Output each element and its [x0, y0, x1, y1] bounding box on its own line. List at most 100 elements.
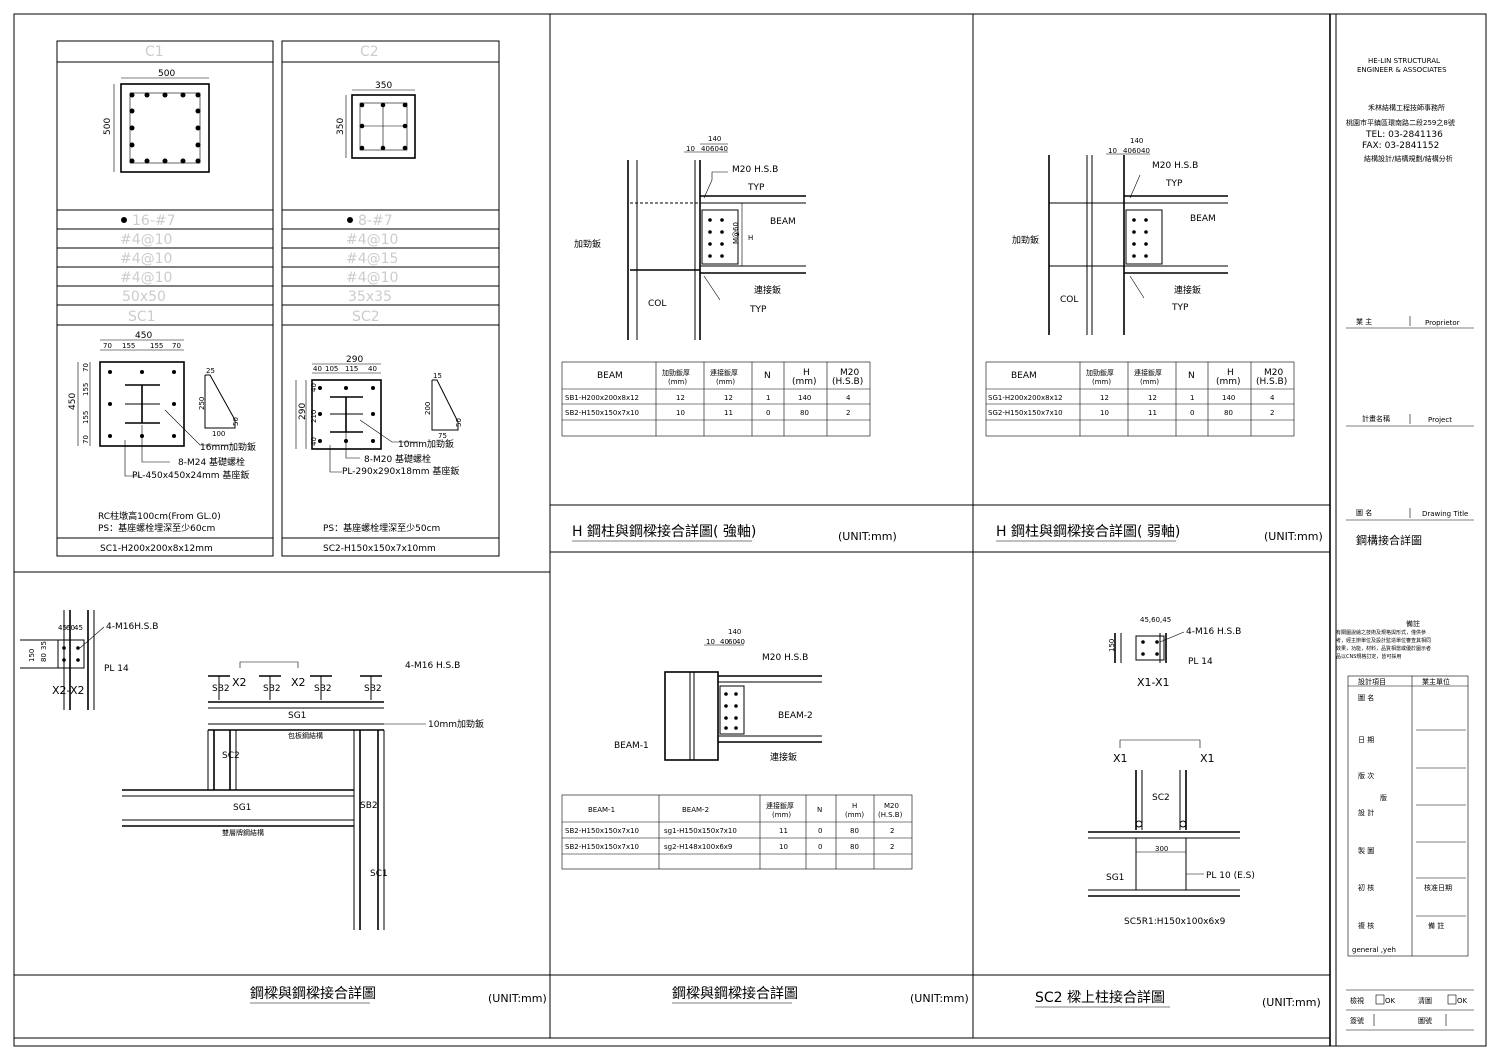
svg-text:M20: M20: [840, 368, 859, 378]
svg-text:N: N: [1188, 371, 1195, 381]
c2-height-dim: 350: [336, 118, 346, 135]
svg-text:140: 140: [728, 628, 741, 636]
svg-text:X1: X1: [1200, 752, 1215, 765]
svg-text:115: 115: [345, 365, 358, 373]
svg-text:H: H: [748, 234, 753, 242]
svg-text:80: 80: [40, 653, 48, 662]
svg-text:備 註: 備 註: [1428, 921, 1444, 930]
svg-text:SB2: SB2: [360, 801, 378, 811]
strong-axis-detail: M@60 H 140 10 40 60 40 M20 H.S.B TYP BEA…: [561, 135, 897, 543]
svg-text:45: 45: [58, 624, 67, 632]
svg-text:45: 45: [74, 624, 83, 632]
sc2-plate-label: PL-290x290x18mm 基座鈑: [342, 465, 459, 477]
svg-text:2: 2: [1270, 409, 1274, 417]
company-services: 結構設計/結構規劃/結構分析: [1364, 154, 1453, 163]
svg-text:TYP: TYP: [747, 183, 765, 193]
strong-axis-title: H 鋼柱與鋼樑接合詳圖( 強軸): [572, 523, 756, 540]
svg-text:考，經主辦單位及設計監造單位審查其相同: 考，經主辦單位及設計監造單位審查其相同: [1336, 637, 1431, 644]
company-name-en-2: ENGINEER & ASSOCIATES: [1357, 66, 1447, 74]
svg-text:290: 290: [298, 403, 308, 420]
svg-text:BEAM-2: BEAM-2: [682, 806, 709, 814]
svg-text:X1: X1: [1113, 752, 1128, 765]
sc2-detail-title: SC2 樑上柱接合詳圖: [1035, 989, 1165, 1006]
sc2-spec: SC5R1:H150x100x6x9: [1124, 917, 1226, 927]
svg-text:12: 12: [1100, 394, 1109, 402]
sc1-stiffener-label: 16mm加勁鈑: [200, 441, 256, 453]
svg-text:圖 名: 圖 名: [1356, 508, 1372, 517]
svg-text:4: 4: [1270, 394, 1275, 402]
sc1-spec: SC1-H200x200x8x12mm: [100, 544, 213, 554]
svg-text:SC1: SC1: [370, 869, 388, 879]
svg-text:60: 60: [66, 624, 75, 632]
svg-text:業 主: 業 主: [1356, 317, 1372, 326]
svg-text:100: 100: [212, 430, 225, 438]
svg-text:(H.S.B): (H.S.B): [878, 811, 903, 819]
weak-beam-label: BEAM: [1190, 214, 1216, 224]
svg-text:450: 450: [135, 331, 152, 341]
svg-text:12: 12: [1148, 394, 1157, 402]
svg-text:(mm): (mm): [1216, 377, 1241, 387]
company-address: 桃園市平鎮區環南路二段259之8號: [1346, 118, 1455, 127]
company-name-en-1: HE-LIN STRUCTURAL: [1368, 57, 1440, 65]
svg-text:10: 10: [1100, 409, 1109, 417]
svg-text:版 次: 版 次: [1358, 771, 1374, 780]
svg-text:150: 150: [1108, 639, 1116, 652]
svg-text:4: 4: [846, 394, 851, 402]
c1-rebar: [129, 92, 201, 164]
svg-text:105: 105: [325, 365, 338, 373]
frame-detail: 45 60 45 4-M16H.S.B PL 14 150 35 80 X2-X…: [20, 610, 547, 1005]
svg-text:PL 10 (E.S): PL 10 (E.S): [1206, 871, 1255, 881]
sc1-anchor-label: 8-M24 基礎螺栓: [178, 456, 245, 468]
svg-text:300: 300: [1155, 845, 1168, 853]
svg-text:(mm): (mm): [772, 811, 791, 819]
svg-text:70: 70: [172, 342, 181, 350]
svg-text:0: 0: [766, 409, 770, 417]
schedule-rows: 16-#7 #4@10 #4@10 #4@10 50x50 SC1 8-#7 #…: [57, 209, 499, 326]
beam-beam-row-2: SB2-H150x150x7x10: [565, 843, 639, 851]
svg-text:PL 14: PL 14: [104, 664, 129, 674]
svg-text:H: H: [1227, 368, 1234, 378]
weak-axis-detail: 140 10 40 60 40 M20 H.S.B TYP BEAM 加勁鈑 C…: [985, 137, 1323, 543]
svg-text:SB2: SB2: [212, 684, 230, 694]
beam-beam-unit: (UNIT:mm): [910, 992, 969, 1005]
title-block: HE-LIN STRUCTURAL ENGINEER & ASSOCIATES …: [1336, 57, 1474, 1031]
svg-text:H: H: [803, 368, 810, 378]
svg-text:SB2: SB2: [314, 684, 332, 694]
svg-text:SC2: SC2: [1152, 793, 1170, 803]
svg-text:40: 40: [1123, 147, 1132, 155]
svg-text:X2: X2: [291, 676, 306, 689]
svg-text:業主單位: 業主單位: [1422, 677, 1450, 686]
outer-border: [13, 13, 1487, 1047]
svg-text:連接鈑厚: 連接鈑厚: [710, 368, 738, 377]
svg-text:80: 80: [1224, 409, 1233, 417]
sc2-base-plate-detail: 290 40 105 115 40 290 40 210 40 15 200 7…: [295, 355, 463, 477]
sc2-column-on-beam-detail: 45,60,45 150 4-M16 H.S.B PL 14 X1-X1 X1 …: [1035, 616, 1321, 1009]
svg-text:0: 0: [818, 827, 822, 835]
c1-row-hoop-3: #4@10: [120, 270, 172, 286]
c1-section: [120, 83, 210, 173]
svg-text:圖號: 圖號: [1418, 1016, 1432, 1025]
strong-bolt-label: M20 H.S.B: [732, 165, 778, 175]
c1-row-steel: SC1: [128, 309, 156, 325]
svg-text:連接鈑厚: 連接鈑厚: [766, 801, 794, 810]
svg-text:計畫名稱: 計畫名稱: [1362, 414, 1390, 423]
svg-text:2: 2: [890, 843, 894, 851]
svg-text:Drawing Title: Drawing Title: [1422, 510, 1468, 518]
svg-text:日 期: 日 期: [1358, 736, 1374, 744]
c2-label: C2: [360, 44, 379, 60]
c1-row-hoop-2: #4@10: [120, 251, 172, 267]
svg-text:(mm): (mm): [716, 378, 735, 386]
svg-text:TYP: TYP: [1165, 179, 1183, 189]
sc2-spec: SC2-H150x150x7x10mm: [323, 544, 436, 554]
svg-text:複 核: 複 核: [1358, 921, 1374, 930]
svg-text:SG1: SG1: [233, 803, 251, 813]
svg-text:N: N: [817, 806, 822, 814]
svg-text:210: 210: [310, 410, 318, 423]
x2-section-label: X2-X2: [52, 684, 85, 697]
sc1-ps-note: PS：基座螺栓埋深至少60cm: [98, 522, 215, 534]
svg-text:圖 名: 圖 名: [1358, 693, 1374, 702]
strong-table: BEAM 加勁鈑厚(mm) 連接鈑厚(mm) N H(mm) M20(H.S.B…: [561, 361, 871, 437]
svg-text:60: 60: [710, 145, 719, 153]
svg-text:核准日期: 核准日期: [1424, 883, 1452, 892]
